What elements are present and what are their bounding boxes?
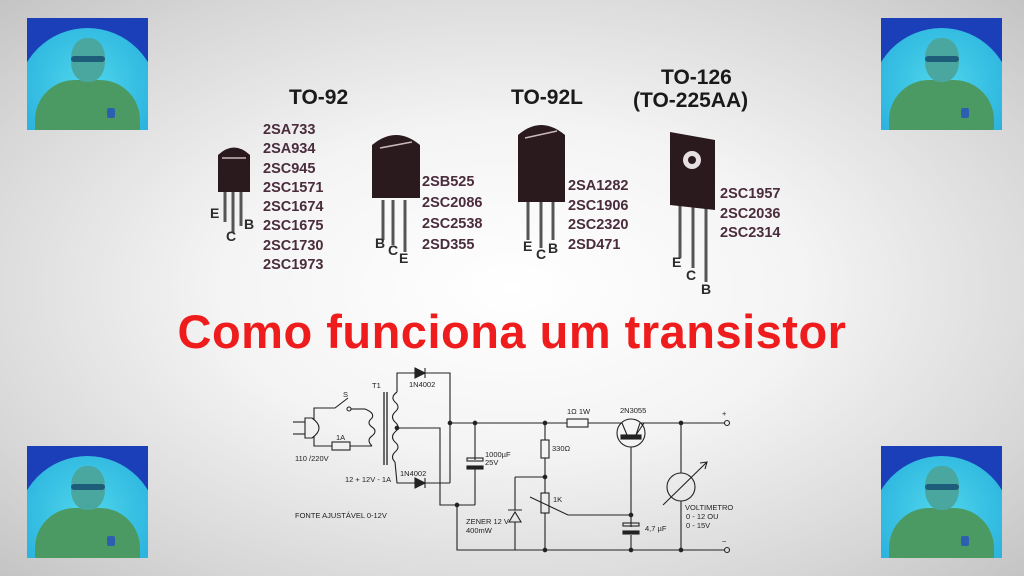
pin-label: B bbox=[548, 240, 559, 256]
to126-transistor-icon bbox=[670, 132, 715, 282]
pin-label: E bbox=[210, 205, 220, 221]
zener-power-label: 400mW bbox=[466, 526, 493, 535]
part-number: 2SC1675 bbox=[263, 218, 324, 235]
capacitor-value: 1000µF bbox=[485, 450, 511, 459]
zener-label: ZENER 12 V bbox=[466, 517, 509, 526]
to92-large-transistor-icon bbox=[372, 135, 420, 252]
part-number: 2SC2314 bbox=[720, 225, 781, 241]
resistor-1-ohm-icon bbox=[566, 418, 589, 428]
pin-label: C bbox=[536, 246, 547, 262]
presenter-avatar-top-left bbox=[27, 18, 148, 130]
part-number: 2SA934 bbox=[263, 141, 316, 158]
part-number: 2SC2538 bbox=[422, 216, 483, 232]
negative-terminal-label: − bbox=[722, 537, 727, 546]
resistor-1-ohm-label: 1Ω 1W bbox=[567, 407, 591, 416]
part-number: 2SC2036 bbox=[720, 205, 781, 222]
package-subtitle-to225aa: (TO-225AA) bbox=[633, 89, 749, 112]
part-number: 2SA733 bbox=[263, 122, 316, 138]
package-title-to126: TO-126 bbox=[661, 66, 732, 89]
part-number: 2SD471 bbox=[568, 236, 621, 253]
diode-top-icon bbox=[414, 367, 427, 379]
part-number: 2SC2086 bbox=[422, 195, 483, 211]
capacitor-voltage: 25V bbox=[485, 458, 498, 467]
to92-small-transistor-icon bbox=[218, 147, 250, 232]
part-list-to92-small: 2SA733 2SA934 2SC945 2SC1571 2SC1674 2SC… bbox=[263, 121, 323, 275]
diode-top-label: 1N4002 bbox=[409, 380, 435, 389]
pin-label: C bbox=[686, 267, 697, 283]
pin-label: B bbox=[375, 235, 386, 251]
presenter-avatar-top-right bbox=[881, 18, 1002, 130]
pin-label: E bbox=[672, 254, 682, 270]
part-number: 2SC2320 bbox=[568, 217, 629, 233]
pin-label: C bbox=[226, 228, 237, 244]
pin-label: E bbox=[399, 250, 409, 266]
diode-bottom-icon bbox=[414, 477, 427, 489]
part-number: 2SA1282 bbox=[568, 178, 629, 194]
fuse-label: 1A bbox=[336, 433, 345, 442]
potentiometer-icon bbox=[540, 492, 550, 514]
diode-bottom-label: 1N4002 bbox=[400, 469, 426, 478]
part-number: 2SD355 bbox=[422, 237, 475, 253]
fuse-icon bbox=[331, 441, 351, 451]
pin-label: B bbox=[244, 216, 255, 232]
part-list-to92l: 2SA1282 2SC1906 2SC2320 2SD471 bbox=[568, 177, 628, 255]
mains-voltage-label: 110 /220V bbox=[295, 454, 329, 463]
schematic-caption: FONTE AJUSTÁVEL 0-12V bbox=[295, 511, 387, 520]
part-number: 2SB525 bbox=[422, 174, 475, 190]
small-capacitor-label: 4,7 µF bbox=[645, 524, 667, 533]
switch-label: S bbox=[343, 390, 348, 399]
small-capacitor-icon bbox=[622, 522, 640, 527]
part-number: 2SC1730 bbox=[263, 237, 324, 254]
pin-label: E bbox=[523, 238, 533, 254]
voltmeter-range-1: 0 - 12 OU bbox=[686, 512, 719, 521]
part-number: 2SC1906 bbox=[568, 197, 629, 214]
voltmeter-label: VOLTIMETRO bbox=[685, 503, 733, 512]
capacitor-icon bbox=[466, 457, 484, 462]
presenter-avatar-bottom-left bbox=[27, 446, 148, 558]
presenter-avatar-bottom-right bbox=[881, 446, 1002, 558]
positive-terminal-label: + bbox=[722, 409, 727, 418]
positive-terminal-icon bbox=[723, 419, 731, 427]
part-list-to92-large: 2SB525 2SC2086 2SC2538 2SD355 bbox=[422, 172, 482, 256]
part-number: 2SC1674 bbox=[263, 199, 324, 216]
part-number: 2SC1973 bbox=[263, 257, 324, 274]
package-title-to92l: TO-92L bbox=[511, 86, 583, 109]
primary-coil-icon bbox=[364, 408, 376, 447]
transistor-label: 2N3055 bbox=[620, 406, 646, 415]
to92l-transistor-icon bbox=[518, 125, 565, 248]
voltmeter-range-2: 0 - 15V bbox=[686, 521, 710, 530]
main-title: Como funciona um transistor bbox=[177, 305, 847, 358]
secondary-voltage-label: 12 + 12V - 1A bbox=[345, 475, 391, 484]
pin-label: C bbox=[388, 242, 399, 258]
part-number: 2SC1957 bbox=[720, 186, 781, 202]
part-number: 2SC1571 bbox=[263, 179, 324, 196]
package-title-to92: TO-92 bbox=[289, 86, 349, 109]
zener-diode-icon bbox=[508, 509, 522, 523]
voltmeter-icon bbox=[666, 472, 696, 502]
pin-label: B bbox=[701, 281, 712, 297]
plug-icon bbox=[293, 417, 320, 439]
transistor-2n3055-icon bbox=[616, 418, 646, 448]
negative-terminal-icon bbox=[723, 546, 731, 554]
transformer-label: T1 bbox=[372, 381, 381, 390]
resistor-330-icon bbox=[540, 439, 550, 459]
part-list-to126: 2SC1957 2SC2036 2SC2314 bbox=[720, 185, 780, 244]
part-number: 2SC945 bbox=[263, 160, 316, 177]
pot-label: 1K bbox=[553, 495, 562, 504]
resistor-330-label: 330Ω bbox=[552, 444, 571, 453]
